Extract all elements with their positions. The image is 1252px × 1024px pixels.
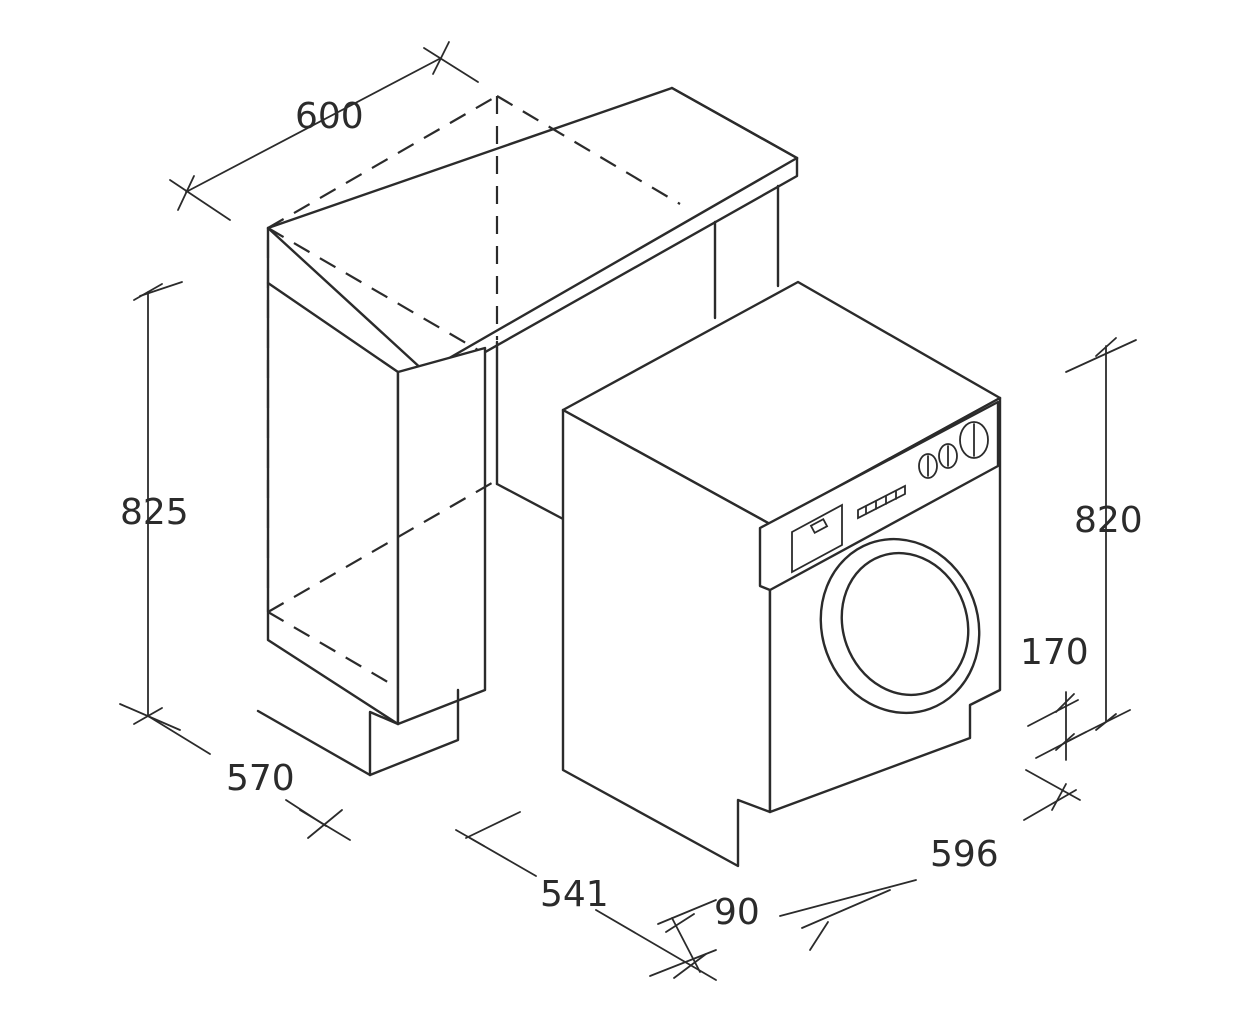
dimension-lines [119,41,1137,981]
dim-label-170: 170 [1020,632,1089,673]
dim-label-541: 541 [540,874,609,915]
dim-label-825: 825 [120,492,189,533]
dim-label-90: 90 [714,892,760,933]
cabinet-outline [256,86,799,777]
dim-label-820: 820 [1074,500,1143,541]
dim-label-600: 600 [295,96,364,137]
dim-label-570: 570 [226,758,295,799]
dim-label-596: 596 [930,834,999,875]
washing-machine [561,280,1002,868]
cabinet-phantom-box [266,95,681,689]
